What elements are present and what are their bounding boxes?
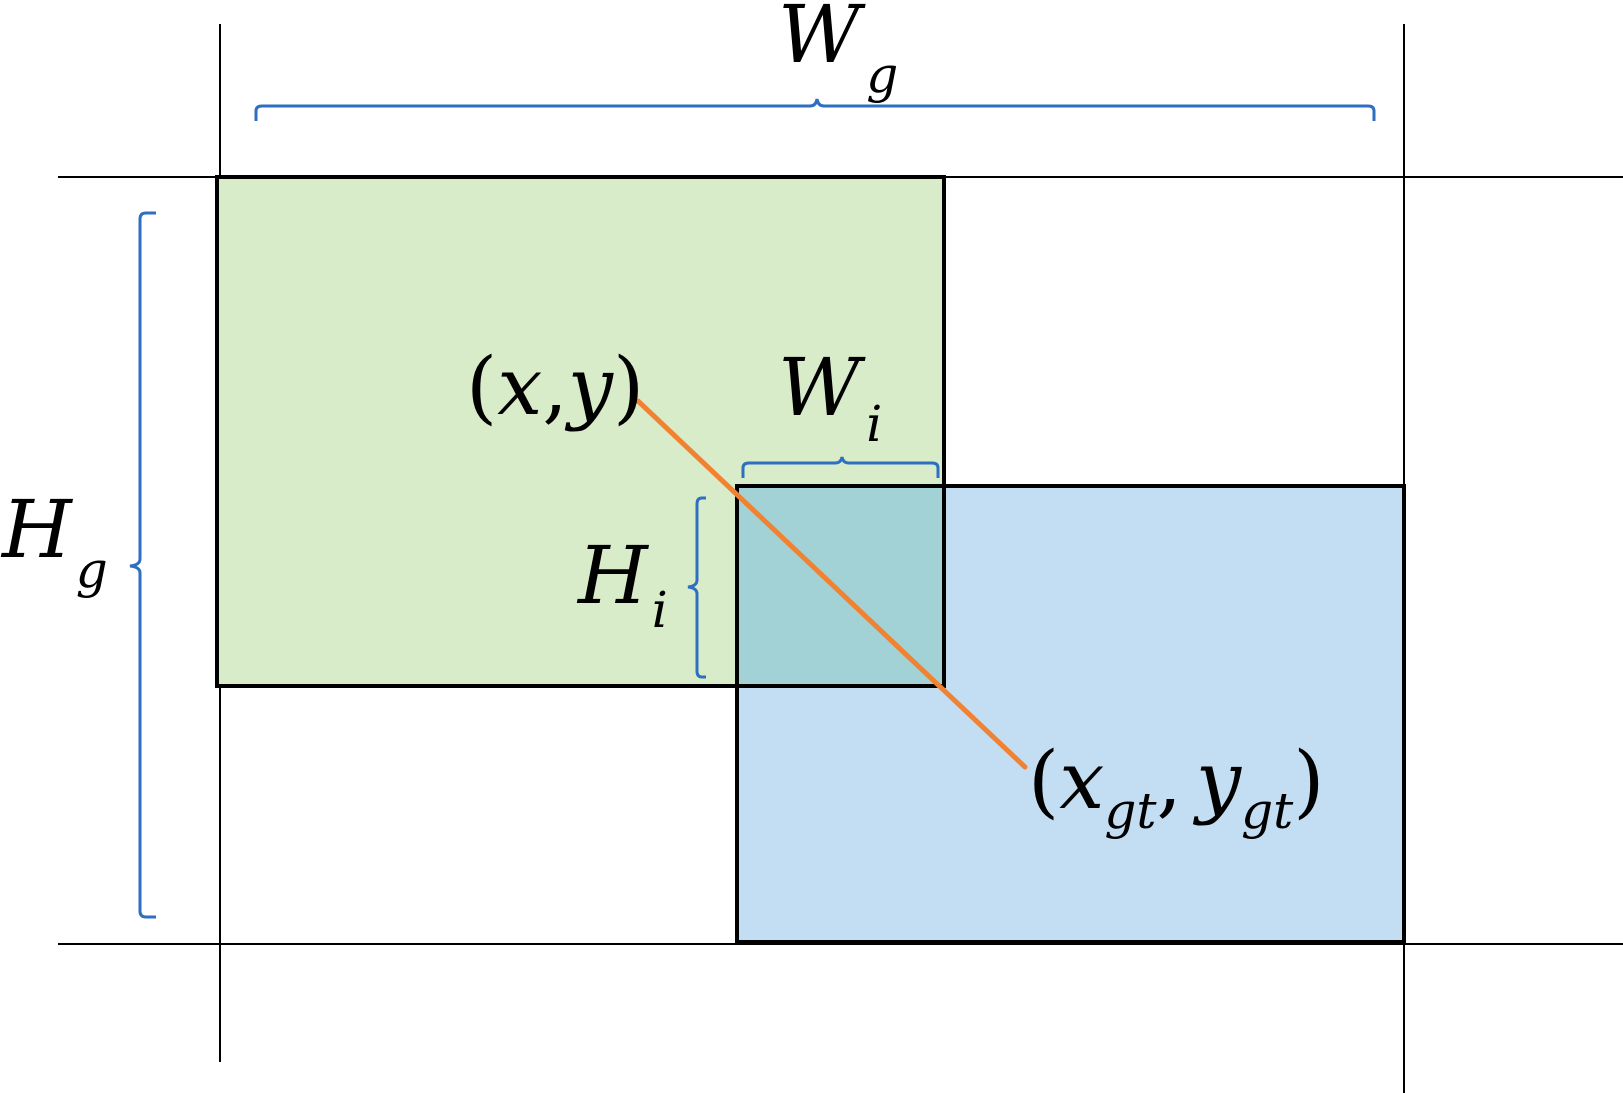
ground-truth-center-label: (xgt,ygt) <box>1028 734 1324 840</box>
center-distance-line <box>635 398 1028 770</box>
predicted-center-label: (x,y) <box>466 340 644 433</box>
wg-brace <box>254 98 1376 121</box>
wi-brace <box>741 456 940 478</box>
hg-label: Hg <box>0 483 108 599</box>
hi-label: Hi <box>576 529 668 639</box>
intersection-region <box>735 484 946 688</box>
hi-brace <box>687 496 706 679</box>
hg-brace <box>129 211 156 919</box>
